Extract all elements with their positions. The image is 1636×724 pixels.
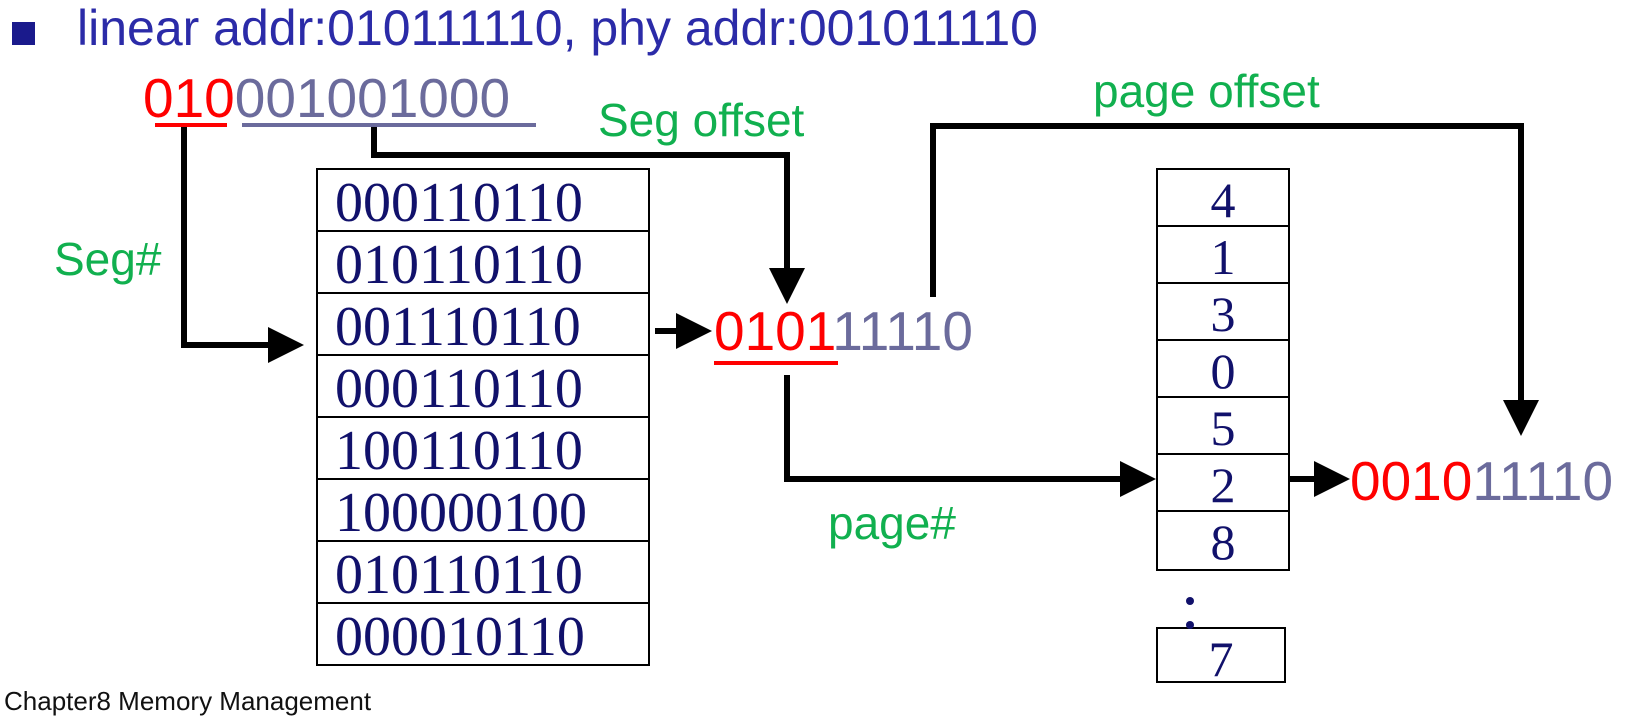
segment-entry: 010110110 [318,542,648,606]
footer-chapter: Chapter8 Memory Management [4,686,372,716]
page-entry: 4 [1158,170,1288,228]
seg-offset-arrow [371,127,805,304]
physical-offset-bits: 11110 [1472,450,1614,512]
segment-entry: 000110110 [318,170,648,234]
physical-address: 001011110 [1350,449,1613,513]
segment-entry: 100110110 [318,418,648,482]
linear-seg-bits: 010 [143,67,235,129]
seg-number-arrow [181,127,304,363]
page-offset-label: page offset [1093,65,1320,117]
segment-entry: 010110110 [318,232,648,296]
page-entry: 8 [1210,514,1236,570]
page-entry: 3 [1158,284,1288,342]
page-entry: 1 [1158,227,1288,285]
segment-entry: 000110110 [318,356,648,420]
segment-entry: 000010110 [335,606,585,668]
page-number-arrow [784,375,1156,497]
ellipsis-dot [1186,597,1194,605]
segment-table: 000110110 010110110 001110110 000110110 … [316,168,650,668]
seg-number-label: Seg# [54,233,162,285]
slide-title: linear addr:010111110, phy addr:00101111… [77,0,1038,56]
linear-offset-bits: 001001000 [234,67,511,129]
intermediate-page-bits: 0101 [714,300,833,362]
page-entry-last: 7 [1156,627,1286,687]
bullet-square-icon [12,22,35,45]
segment-entry: 001110110 [318,294,648,358]
page-offset-arrow [930,123,1539,436]
page-number-label: page# [828,497,956,549]
physical-frame-bits: 0010 [1350,450,1473,512]
intermediate-address: 010111110 [714,299,973,363]
seg-offset-label: Seg offset [598,94,805,146]
page-entry: 5 [1158,398,1288,456]
page-entry: 0 [1158,341,1288,399]
ellipsis-dot [1186,621,1194,629]
linear-address: 010001001000 [143,66,510,130]
segment-entry: 100000100 [318,480,648,544]
page-entry: 2 [1158,455,1288,513]
page-table: 4 1 3 0 5 2 8 [1156,168,1290,571]
intermediate-offset-bits: 11110 [832,300,973,362]
